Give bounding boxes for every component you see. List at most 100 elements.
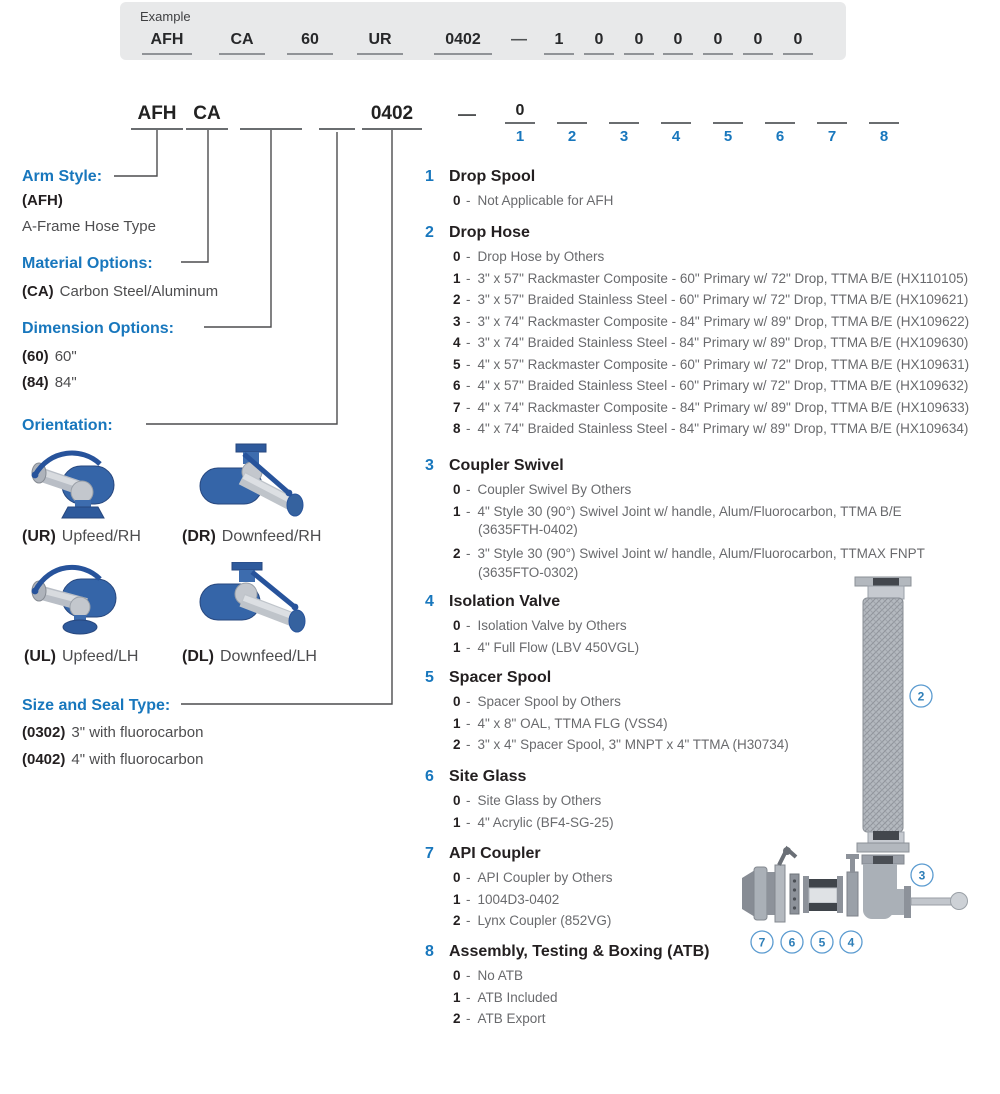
section-isolation-valve: 4 Isolation Valve 0-Isolation Valve by O… bbox=[425, 593, 1000, 658]
template-blank-orientation bbox=[319, 102, 355, 130]
position-cell-5 bbox=[713, 100, 743, 124]
material-item: (CA)Carbon Steel/Aluminum bbox=[22, 283, 219, 300]
arm-style-code: (AFH) bbox=[22, 192, 63, 209]
callout-site-glass: 6 bbox=[789, 936, 796, 950]
position-number: 6 bbox=[775, 128, 785, 145]
option-row: 1-3" x 57" Rackmaster Composite - 60" Pr… bbox=[453, 270, 969, 286]
position-cell-4 bbox=[661, 100, 691, 124]
option-row: 0-Not Applicable for AFH bbox=[453, 193, 614, 208]
template-segment-arm: AFH bbox=[131, 102, 183, 130]
option-row: 1-4" Style 30 (90°) Swivel Joint w/ hand… bbox=[453, 503, 902, 519]
example-segment-dimension: 60 bbox=[287, 29, 333, 55]
option-row: 1-4" Acrylic (BF4-SG-25) bbox=[453, 814, 614, 830]
template-segment-size: 0402 bbox=[362, 102, 422, 130]
section-head: 8 Assembly, Testing & Boxing (ATB) bbox=[425, 943, 710, 960]
position-cell-3 bbox=[609, 100, 639, 124]
arm-style-text: A-Frame Hose Type bbox=[22, 218, 156, 235]
position-cell-6 bbox=[765, 100, 795, 124]
callout-hose: 2 bbox=[918, 690, 925, 704]
option-row: 0-Isolation Valve by Others bbox=[453, 618, 627, 633]
section-head: 4 Isolation Valve bbox=[425, 593, 561, 610]
template-segment-material: CA bbox=[186, 102, 228, 130]
option-row: 1-4" x 8" OAL, TTMA FLG (VSS4) bbox=[453, 715, 668, 731]
position-number: 4 bbox=[671, 128, 681, 145]
heading-orientation: Orientation: bbox=[22, 417, 113, 434]
callout-spacer-spool: 5 bbox=[819, 936, 826, 950]
caption-downfeed-lh: (DL)Downfeed/LH bbox=[182, 648, 317, 665]
option-row: 1-4" Full Flow (LBV 450VGL) bbox=[453, 639, 640, 655]
section-spacer-spool: 5 Spacer Spool 0-Spacer Spool by Others … bbox=[425, 669, 1000, 756]
section-head: 1 Drop Spool bbox=[425, 168, 536, 185]
caption-downfeed-rh: (DR)Downfeed/RH bbox=[182, 528, 322, 545]
position-number: 1 bbox=[515, 128, 525, 145]
example-digit: 0 bbox=[703, 29, 733, 55]
size-seal-item: (0302)3" with fluorocarbon bbox=[22, 724, 204, 741]
orientation-figure-upfeed-lh bbox=[31, 564, 117, 635]
callout-elbow: 3 bbox=[919, 869, 926, 883]
option-row: 5-4" x 57" Rackmaster Composite - 60" Pr… bbox=[453, 356, 970, 372]
option-row: 1-ATB Included bbox=[453, 989, 558, 1005]
heading-material-options: Material Options: bbox=[22, 255, 153, 272]
section-atb: 8 Assembly, Testing & Boxing (ATB) 0-No … bbox=[425, 943, 1000, 1030]
size-seal-item: (0402)4" with fluorocarbon bbox=[22, 751, 204, 768]
option-row: 1-1004D3-0402 bbox=[453, 891, 560, 907]
section-head: 7 API Coupler bbox=[425, 845, 541, 862]
section-head: 3 Coupler Swivel bbox=[425, 457, 564, 474]
example-digit: 0 bbox=[663, 29, 693, 55]
example-digit: 1 bbox=[544, 29, 574, 55]
position-number: 2 bbox=[567, 128, 577, 145]
option-row: 2-3" x 57" Braided Stainless Steel - 60"… bbox=[453, 292, 969, 307]
orientation-figure-upfeed-rh bbox=[31, 450, 115, 519]
option-continuation: (3635FTO-0302) bbox=[478, 564, 579, 580]
template-dash: — bbox=[458, 104, 476, 124]
option-row: 4-3" x 74" Braided Stainless Steel - 84"… bbox=[453, 335, 969, 350]
dimension-item: (84)84" bbox=[22, 374, 77, 391]
example-segment-orientation: UR bbox=[357, 29, 403, 55]
example-box: Example AFH CA 60 UR 0402 — 1 0 0 0 0 0 … bbox=[120, 2, 846, 60]
option-continuation: (3635FTH-0402) bbox=[478, 522, 578, 537]
option-row: 7-4" x 74" Rackmaster Composite - 84" Pr… bbox=[453, 399, 970, 415]
heading-size-seal: Size and Seal Type: bbox=[22, 697, 171, 714]
assembly-illustration: 2 3 7 6 5 4 bbox=[742, 576, 968, 954]
caption-upfeed-lh: (UL)Upfeed/LH bbox=[24, 648, 139, 665]
orientation-figure-downfeed-rh bbox=[199, 443, 304, 517]
example-digit: 0 bbox=[624, 29, 654, 55]
section-drop-hose: 2 Drop Hose 0-Drop Hose by Others 1-3" x… bbox=[425, 224, 1000, 440]
section-api-coupler: 7 API Coupler 0-API Coupler by Others 1-… bbox=[425, 845, 1000, 932]
example-segment-arm: AFH bbox=[142, 29, 192, 55]
option-row: 8-4" x 74" Braided Stainless Steel - 84"… bbox=[453, 421, 969, 436]
option-row: 0-Coupler Swivel By Others bbox=[453, 482, 632, 497]
option-row: 3-3" x 74" Rackmaster Composite - 84" Pr… bbox=[453, 313, 970, 329]
caption-upfeed-rh: (UR)Upfeed/RH bbox=[22, 528, 141, 545]
section-head: 5 Spacer Spool bbox=[425, 669, 552, 686]
position-number: 3 bbox=[619, 128, 629, 145]
example-digit: 0 bbox=[584, 29, 614, 55]
example-label: Example bbox=[140, 9, 191, 24]
option-row: 0-Site Glass by Others bbox=[453, 793, 602, 808]
example-segment-size: 0402 bbox=[434, 29, 492, 55]
position-cell-2 bbox=[557, 100, 587, 124]
option-row: 6-4" x 57" Braided Stainless Steel - 60"… bbox=[453, 378, 969, 393]
option-row: 0-Drop Hose by Others bbox=[453, 249, 605, 264]
option-row: 2-3" Style 30 (90°) Swivel Joint w/ hand… bbox=[453, 546, 925, 561]
heading-dimension-options: Dimension Options: bbox=[22, 320, 174, 337]
option-row: 2-3" x 4" Spacer Spool, 3" MNPT x 4" TTM… bbox=[453, 737, 789, 752]
option-row: 0-Spacer Spool by Others bbox=[453, 694, 621, 709]
callout-isolation-valve: 4 bbox=[848, 936, 855, 950]
option-row: 0-API Coupler by Others bbox=[453, 870, 613, 885]
heading-arm-style: Arm Style: bbox=[22, 168, 103, 185]
template-blank-dimension bbox=[240, 102, 302, 130]
position-cell-7 bbox=[817, 100, 847, 124]
position-cell-1: 0 bbox=[505, 100, 535, 124]
position-number: 5 bbox=[723, 128, 733, 145]
section-site-glass: 6 Site Glass 0-Site Glass by Others 1-4"… bbox=[425, 768, 1000, 833]
section-drop-spool: 1 Drop Spool 0-Not Applicable for AFH bbox=[425, 168, 1000, 212]
position-number: 8 bbox=[879, 128, 889, 145]
example-dash: — bbox=[511, 31, 527, 48]
position-number: 7 bbox=[827, 128, 837, 145]
section-head: 6 Site Glass bbox=[425, 768, 527, 785]
section-coupler-swivel: 3 Coupler Swivel 0-Coupler Swivel By Oth… bbox=[425, 457, 1000, 586]
option-row: 0-No ATB bbox=[453, 968, 524, 983]
example-digit: 0 bbox=[743, 29, 773, 55]
